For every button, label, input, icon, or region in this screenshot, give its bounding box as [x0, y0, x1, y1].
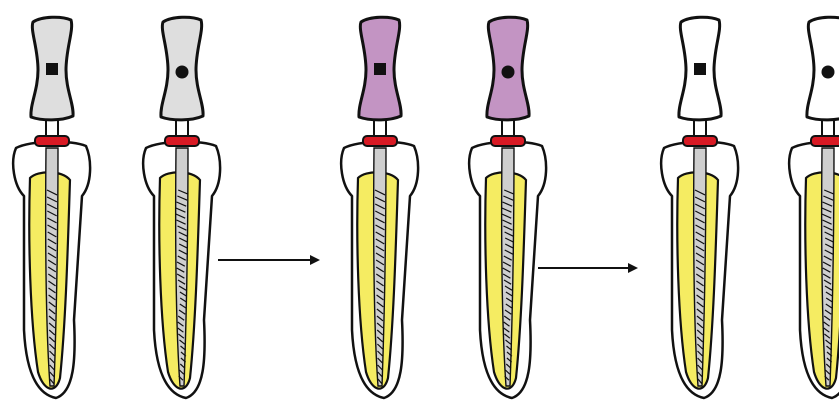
- square-marker-icon: [694, 63, 706, 75]
- stage-2-file-2: [469, 17, 546, 398]
- stage-2-file-1: [341, 17, 418, 398]
- square-marker-icon: [46, 63, 58, 75]
- stage-1-file-2: [143, 17, 220, 398]
- circle-marker-icon: [822, 66, 835, 79]
- square-marker-icon: [374, 63, 386, 75]
- rubber-stopper-icon: [363, 136, 397, 146]
- circle-marker-icon: [176, 66, 189, 79]
- circle-marker-icon: [502, 66, 515, 79]
- rubber-stopper-icon: [683, 136, 717, 146]
- rubber-stopper-icon: [491, 136, 525, 146]
- stage-3-file-2: [789, 17, 839, 398]
- rubber-stopper-icon: [811, 136, 839, 146]
- rubber-stopper-icon: [35, 136, 69, 146]
- rubber-stopper-icon: [165, 136, 199, 146]
- stage-3-file-1: [661, 17, 738, 398]
- stage-1-file-1: [13, 17, 90, 398]
